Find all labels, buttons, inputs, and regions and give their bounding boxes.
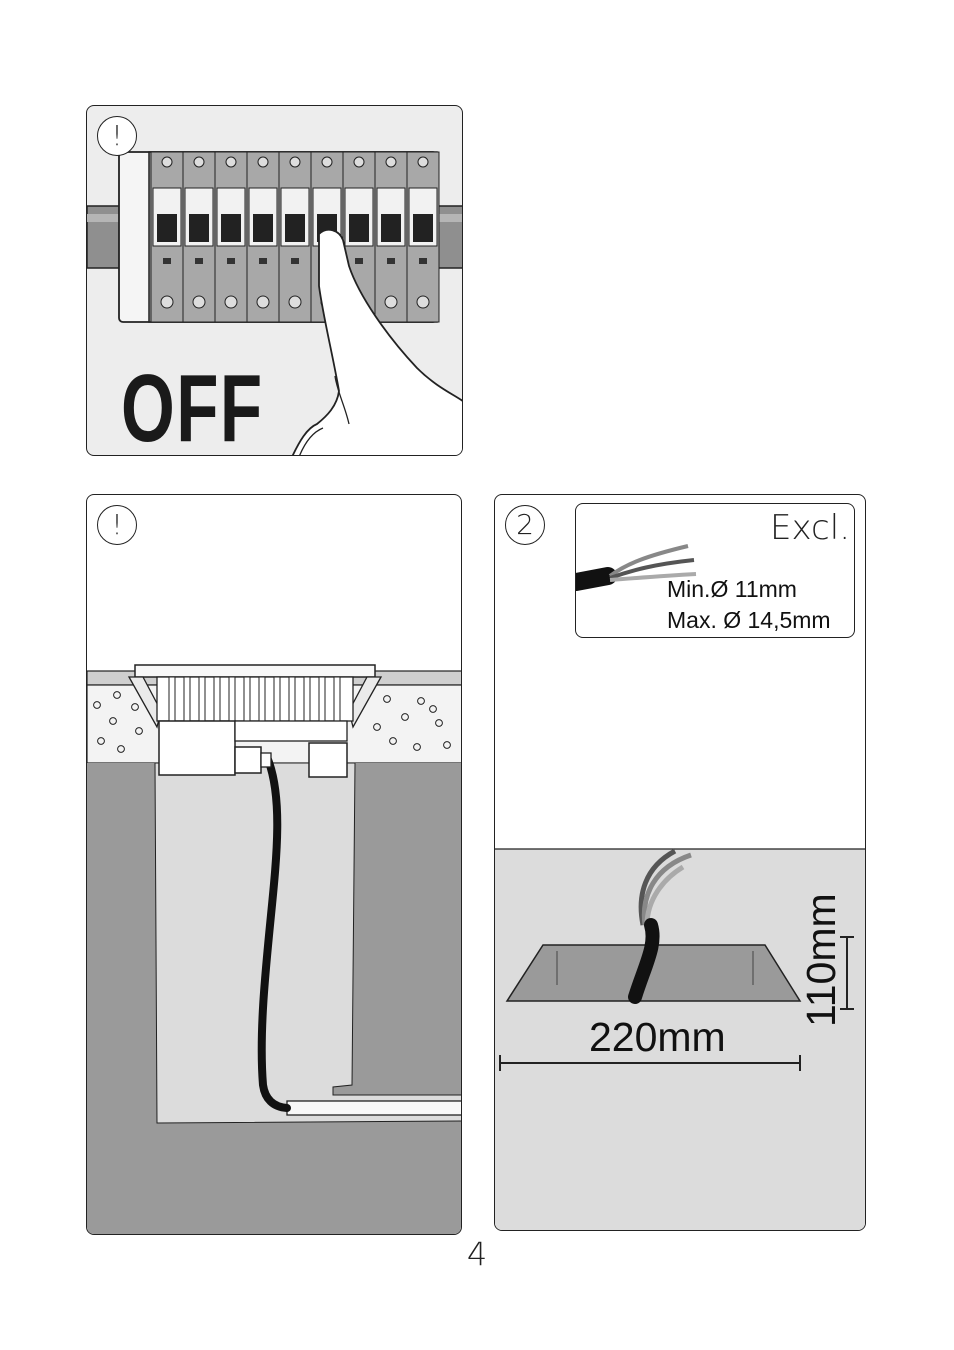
breaker-block — [119, 152, 439, 322]
hole-width-label: 220mm — [589, 1017, 726, 1058]
page-number: 4 — [0, 1235, 954, 1273]
warning-badge: ! — [97, 116, 137, 156]
breaker-unit — [151, 152, 183, 322]
breaker-unit — [215, 152, 247, 322]
max-diameter-text: Max. Ø 14,5mm — [667, 607, 831, 634]
cross-section-illustration — [87, 495, 462, 1235]
excl-label: Excl. — [770, 508, 850, 548]
breaker-unit — [279, 152, 311, 322]
warning-badge: ! — [97, 505, 137, 545]
breaker-unit — [375, 152, 407, 322]
breaker-unit — [183, 152, 215, 322]
hole-depth-label: 110mm — [801, 893, 842, 1027]
step-number-badge: 2 — [505, 505, 545, 545]
breaker-unit — [407, 152, 439, 322]
fixture-illustration — [129, 665, 381, 777]
min-diameter-text: Min.Ø 11mm — [667, 576, 797, 603]
off-label: OFF — [121, 361, 264, 456]
panel-installation-section: ! — [86, 494, 462, 1235]
breaker-unit — [247, 152, 279, 322]
cable-spec-box: Excl. Min.Ø 11mm Max. Ø 14,5mm — [575, 503, 855, 638]
panel-switch-off: ! OFF — [86, 105, 463, 456]
panel-step-2: 2 Excl. Min.Ø 11mm Max. Ø 14,5mm 220mm 1… — [494, 494, 866, 1231]
